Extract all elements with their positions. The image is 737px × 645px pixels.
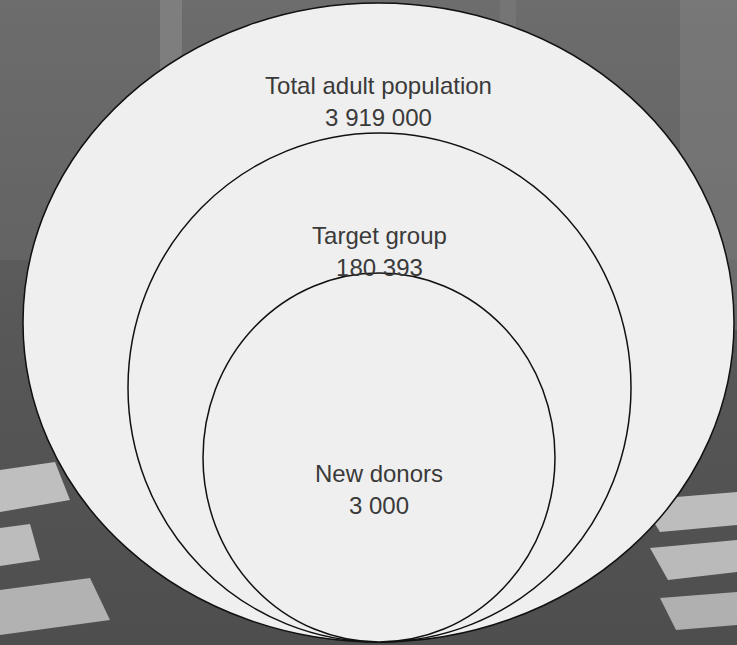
population-ellipse: Target group180 393New donors3 000 — [127, 132, 632, 643]
count-value: 180 393 — [127, 252, 632, 284]
group-label: Target group — [127, 220, 632, 252]
text-block: New donors3 000 — [202, 458, 556, 522]
count-value: 3 000 — [202, 490, 556, 522]
group-label: New donors — [202, 458, 556, 490]
population-ellipse: New donors3 000 — [202, 272, 556, 643]
population-ellipse: Total adult population3 919 000Target gr… — [22, 2, 735, 643]
count-value: 3 919 000 — [22, 102, 735, 134]
ellipse-outline — [202, 272, 556, 643]
text-block: Target group180 393 — [127, 220, 632, 284]
text-block: Total adult population3 919 000 — [22, 70, 735, 134]
group-label: Total adult population — [22, 70, 735, 102]
